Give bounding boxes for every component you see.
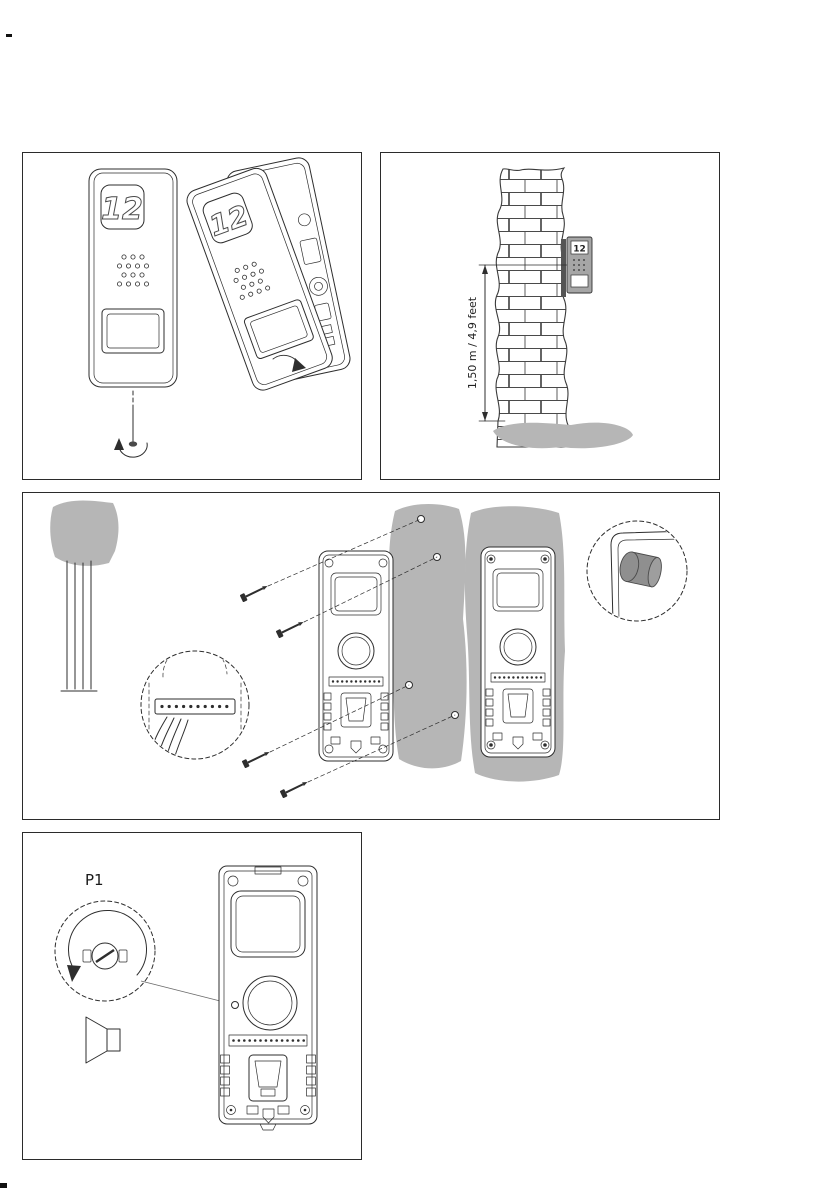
- removal-figure: 12 12: [88, 157, 351, 458]
- terminal-block: [154, 698, 236, 715]
- corner-screw: [227, 875, 239, 887]
- wall-cable-stub: [50, 500, 119, 566]
- unit-number-badge: [202, 192, 253, 244]
- front-panel-face-view: 12: [88, 168, 178, 388]
- top-notch: [254, 866, 282, 875]
- mounting-screw: [239, 586, 268, 603]
- callout-leader-line: [140, 980, 233, 1005]
- speaker-grille-holes: [117, 254, 150, 287]
- grommet-detail-callout: [586, 520, 688, 622]
- figure-volume-adjustment: P1: [22, 832, 362, 1160]
- speaker-outline-dashed: [162, 652, 228, 678]
- call-button: [570, 274, 589, 288]
- call-button: [101, 308, 165, 354]
- potentiometer-label: P1: [85, 871, 104, 889]
- unit-number: 12: [101, 192, 143, 227]
- potentiometer-callout: [54, 900, 156, 1002]
- chassis-component: [299, 237, 322, 265]
- terminal-strip: [228, 1034, 308, 1047]
- terminal-contacts: [232, 1039, 306, 1042]
- height-dimension: 1,50 m / 4,9 feet: [466, 264, 568, 422]
- unit-chassis-rear: [318, 550, 394, 762]
- print-registration-mark: [6, 34, 12, 37]
- chassis-speaker: [309, 276, 328, 296]
- installed-screws: [489, 557, 547, 747]
- cable-grommet-plug: [619, 551, 662, 588]
- unit-internal-view: [218, 865, 318, 1131]
- terminal-contacts: [160, 704, 229, 709]
- figure-wiring-mounting: [22, 492, 720, 820]
- potentiometer: [67, 910, 147, 982]
- corner-screw: [297, 875, 309, 887]
- print-registration-mark: [0, 1183, 7, 1188]
- figure-panel-removal: 12 12: [22, 152, 362, 480]
- installation-cables: [60, 560, 98, 692]
- speaker-grille-holes: [573, 259, 585, 271]
- terminal-detail-callout: [140, 650, 250, 760]
- wiring-figure: [50, 500, 688, 799]
- display-opening: [230, 890, 306, 958]
- screw-slot: [95, 948, 115, 964]
- speaker: [242, 975, 298, 1031]
- mounting-height-figure: 12 1,50 m / 4,9 feet: [466, 167, 633, 449]
- ground: [493, 422, 633, 449]
- unscrew-arrow-icon: [114, 438, 148, 458]
- figure-mounting-height: 12 1,50 m / 4,9 feet: [380, 152, 720, 480]
- screw-alignment-dashes: [267, 518, 456, 783]
- mounting-screw: [241, 752, 270, 769]
- brick-wall: [494, 167, 570, 448]
- bottom-fixings: [226, 1105, 310, 1131]
- mounting-screw: [275, 622, 304, 639]
- call-button: [243, 299, 314, 360]
- wall-mounting-surface: [388, 504, 467, 769]
- rotation-arrow-icon: [272, 354, 306, 372]
- unit-number: 12: [573, 245, 586, 255]
- speaker-grille-holes: [233, 261, 271, 300]
- front-panel-tilted: 12: [186, 167, 333, 391]
- connected-wires: [150, 716, 189, 757]
- chassis-component: [298, 213, 311, 227]
- p1-trimmer: [231, 1001, 239, 1009]
- mounted-entrance-panel: 12: [561, 236, 593, 297]
- bottom-connector: [248, 1054, 288, 1102]
- unit-number-badge: [570, 240, 589, 255]
- volume-figure: P1: [54, 865, 318, 1131]
- unit-chassis-installed: [480, 546, 556, 758]
- mounting-height-label: 1,50 m / 4,9 feet: [466, 296, 479, 389]
- mounting-screw: [279, 782, 308, 799]
- flush-box-edge: [561, 239, 566, 297]
- side-terminals: [220, 1054, 316, 1097]
- unit-number-badge: [100, 184, 145, 230]
- speaker-volume-icon: [85, 1016, 121, 1064]
- screw-icon: [128, 390, 138, 447]
